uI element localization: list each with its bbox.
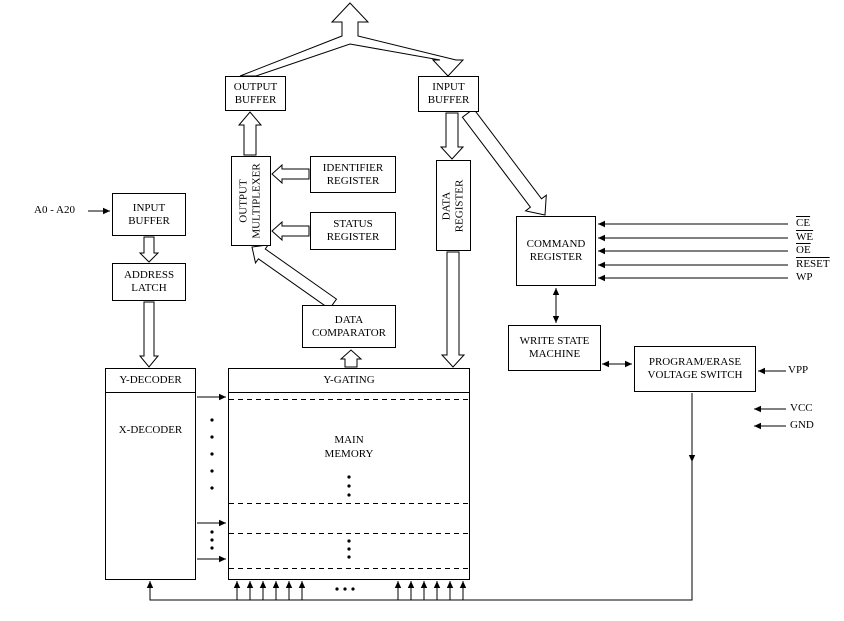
address-latch-box: ADDRESS LATCH — [112, 263, 186, 301]
input-buffer-left-label: INPUT BUFFER — [128, 201, 170, 227]
we-signal-label: WE — [796, 231, 814, 243]
memory-divider — [229, 392, 469, 393]
bitline-arrow-1 — [233, 581, 241, 600]
command-to-wsm-arrow — [552, 288, 560, 323]
comparator-to-mux-arrow — [251, 244, 338, 310]
identifier-register-label: IDENTIFIER REGISTER — [322, 161, 384, 187]
input-buffer-top-box: INPUT BUFFER — [418, 76, 479, 112]
bitline-arrow-8 — [407, 581, 415, 600]
wsm-to-switch-arrow — [602, 360, 632, 368]
wordline-arrow-2 — [197, 519, 226, 527]
output-buffer-box: OUTPUT BUFFER — [225, 76, 286, 111]
wp-line — [598, 274, 788, 282]
x-decoder-label: X-DECODER — [118, 424, 183, 436]
address-latch-to-y-decoder-arrow — [138, 301, 160, 368]
voltage-switch-box: PROGRAM/ERASE VOLTAGE SWITCH — [634, 346, 756, 392]
gnd-signal-label: GND — [790, 419, 814, 431]
reset-line — [598, 261, 788, 269]
bitline-arrow-9 — [420, 581, 428, 600]
input-buffer-top-label: INPUT BUFFER — [427, 81, 470, 106]
address-bus-label: A0 - A20 — [34, 204, 75, 216]
ce-signal-label: CE — [796, 217, 811, 229]
memory-block: Y-GATING MAIN MEMORY — [228, 368, 470, 580]
bitline-arrow-2 — [246, 581, 254, 600]
address-input-arrow — [88, 207, 110, 215]
bitline-arrow-10 — [433, 581, 441, 600]
command-register-box: COMMAND REGISTER — [516, 216, 596, 286]
bitline-arrow-6 — [298, 581, 306, 600]
vpp-arrow — [758, 367, 786, 375]
mux-to-output-buffer-arrow — [237, 111, 263, 156]
vcc-arrow — [754, 405, 786, 413]
identifier-to-mux-arrow — [271, 163, 310, 185]
wordline-arrow-3 — [197, 555, 226, 563]
ellipsis-dots — [210, 418, 355, 591]
address-latch-label: ADDRESS LATCH — [123, 269, 175, 294]
main-memory-label-wrap: MAIN MEMORY — [229, 433, 469, 461]
vpp-signal-label: VPP — [788, 364, 809, 376]
data-comparator-box: DATA COMPARATOR — [302, 305, 396, 348]
input-buffer-to-address-latch-arrow — [138, 236, 160, 263]
vcc-signal-label: VCC — [790, 402, 813, 414]
reset-signal-label: RESET — [796, 258, 830, 270]
decoder-block: Y-DECODER X-DECODER — [105, 368, 196, 580]
bitline-arrow-3 — [259, 581, 267, 600]
oe-signal-label: OE — [796, 244, 811, 256]
command-register-label: COMMAND REGISTER — [526, 238, 586, 263]
oe-line — [598, 247, 788, 255]
gnd-arrow — [754, 422, 786, 430]
wordline-arrow-1 — [197, 393, 226, 401]
voltage-switch-label: PROGRAM/ERASE VOLTAGE SWITCH — [647, 356, 743, 381]
y-gating-label: Y-GATING — [323, 374, 375, 386]
bitline-arrow-7 — [394, 581, 402, 600]
data-comparator-label: DATA COMPARATOR — [312, 313, 386, 339]
bottom-bus — [146, 393, 696, 601]
main-memory-label: MAIN MEMORY — [324, 434, 374, 460]
y-gating-to-comparator-arrow — [339, 349, 363, 368]
bitline-arrow-11 — [446, 581, 454, 600]
bitline-arrow-5 — [285, 581, 293, 600]
output-multiplexer-box: OUTPUT MULTIPLEXER — [231, 156, 271, 246]
write-state-machine-label: WRITE STATE MACHINE — [519, 335, 590, 360]
status-register-box: STATUS REGISTER — [310, 212, 396, 250]
data-register-to-y-gating-arrow — [440, 251, 466, 368]
y-decoder-label: Y-DECODER — [119, 374, 182, 386]
input-buffer-left-box: INPUT BUFFER — [112, 193, 186, 236]
input-buffer-to-data-register-arrow — [439, 112, 465, 160]
input-buffer-to-command-register-arrow — [461, 108, 547, 216]
wp-signal-label: WP — [796, 271, 813, 283]
decoder-divider — [106, 392, 195, 393]
bitline-arrow-12 — [459, 581, 467, 600]
bitline-arrow-4 — [272, 581, 280, 600]
output-buffer-label: OUTPUT BUFFER — [233, 80, 278, 106]
identifier-register-box: IDENTIFIER REGISTER — [310, 156, 396, 193]
write-state-machine-box: WRITE STATE MACHINE — [508, 325, 601, 371]
external-data-bus-arrow — [239, 2, 465, 77]
we-line — [598, 234, 788, 242]
output-multiplexer-label: OUTPUT MULTIPLEXER — [238, 163, 264, 239]
ce-line — [598, 220, 788, 228]
status-to-mux-arrow — [271, 220, 310, 242]
status-register-label: STATUS REGISTER — [326, 218, 380, 243]
data-register-label: DATA REGISTER — [440, 179, 466, 232]
data-register-box: DATA REGISTER — [436, 160, 471, 251]
